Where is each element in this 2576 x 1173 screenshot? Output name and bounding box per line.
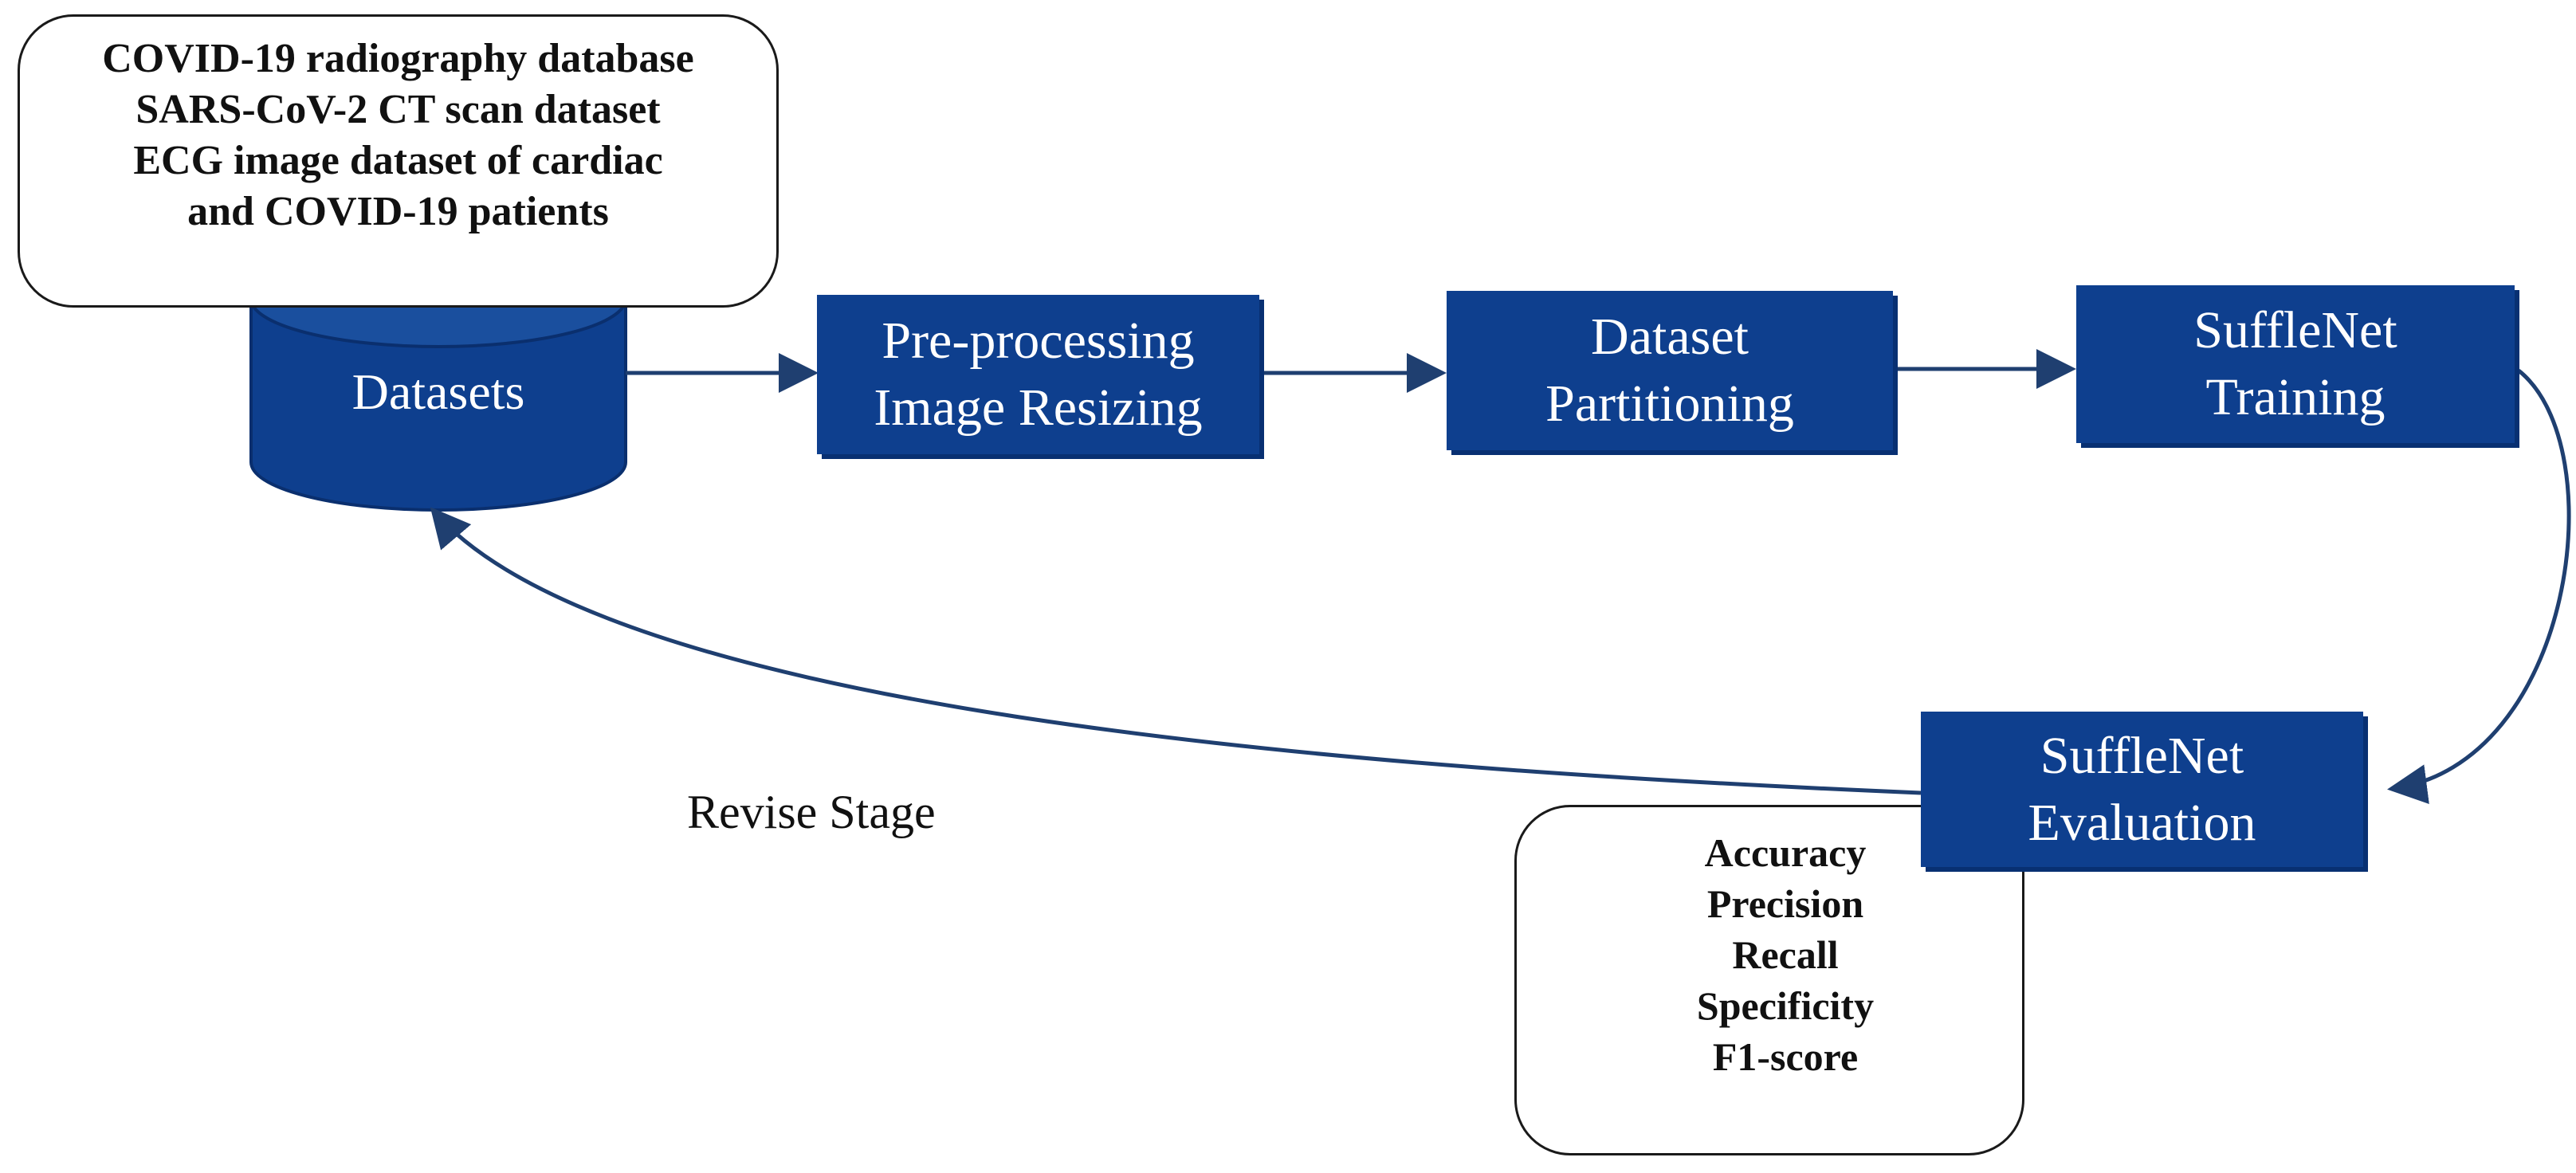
step-partitioning-line2: Partitioning	[1545, 375, 1794, 433]
datasets-note-line: ECG image dataset of cardiac	[133, 138, 663, 183]
step-preprocessing-line2: Image Resizing	[874, 379, 1203, 437]
arrow-training-to-evaluation	[2387, 369, 2571, 804]
arrow-evaluation-to-datasets	[430, 507, 1922, 795]
step-training-line1: SuffleNet	[2193, 301, 2397, 359]
metrics-note-text: Accuracy Precision Recall Specificity F1…	[1562, 827, 2009, 1082]
step-preprocessing: Pre-processing Image Resizing	[817, 295, 1259, 454]
metric-item: F1-score	[1712, 1034, 1859, 1079]
flow-arrows	[430, 349, 2571, 804]
metric-item: Recall	[1732, 932, 1839, 977]
step-training-line2: Training	[2205, 368, 2386, 426]
datasets-note-box	[18, 14, 779, 308]
step-partitioning-line1: Dataset	[1591, 308, 1749, 366]
metrics-note-box	[1514, 805, 2024, 1155]
datasets-note-line: and COVID-19 patients	[187, 189, 609, 234]
metric-item: Precision	[1706, 881, 1864, 926]
step-evaluation-line1: SuffleNet	[2040, 726, 2244, 785]
datasets-note-line: COVID-19 radiography database	[102, 36, 694, 81]
datasets-note-text: COVID-19 radiography database SARS-CoV-2…	[18, 33, 779, 237]
datasets-label: Datasets	[351, 363, 525, 420]
metric-item: Accuracy	[1704, 830, 1867, 875]
revise-stage-label: Revise Stage	[687, 786, 936, 838]
datasets-note-line: SARS-CoV-2 CT scan dataset	[135, 87, 661, 132]
step-evaluation-line2: Evaluation	[2028, 793, 2256, 852]
step-sufflenet-training: SuffleNet Training	[2076, 285, 2515, 443]
step-preprocessing-line1: Pre-processing	[882, 312, 1195, 370]
metric-item: Specificity	[1696, 983, 1875, 1028]
step-dataset-partitioning: Dataset Partitioning	[1447, 291, 1893, 450]
step-sufflenet-evaluation: SuffleNet Evaluation	[1921, 712, 2363, 867]
